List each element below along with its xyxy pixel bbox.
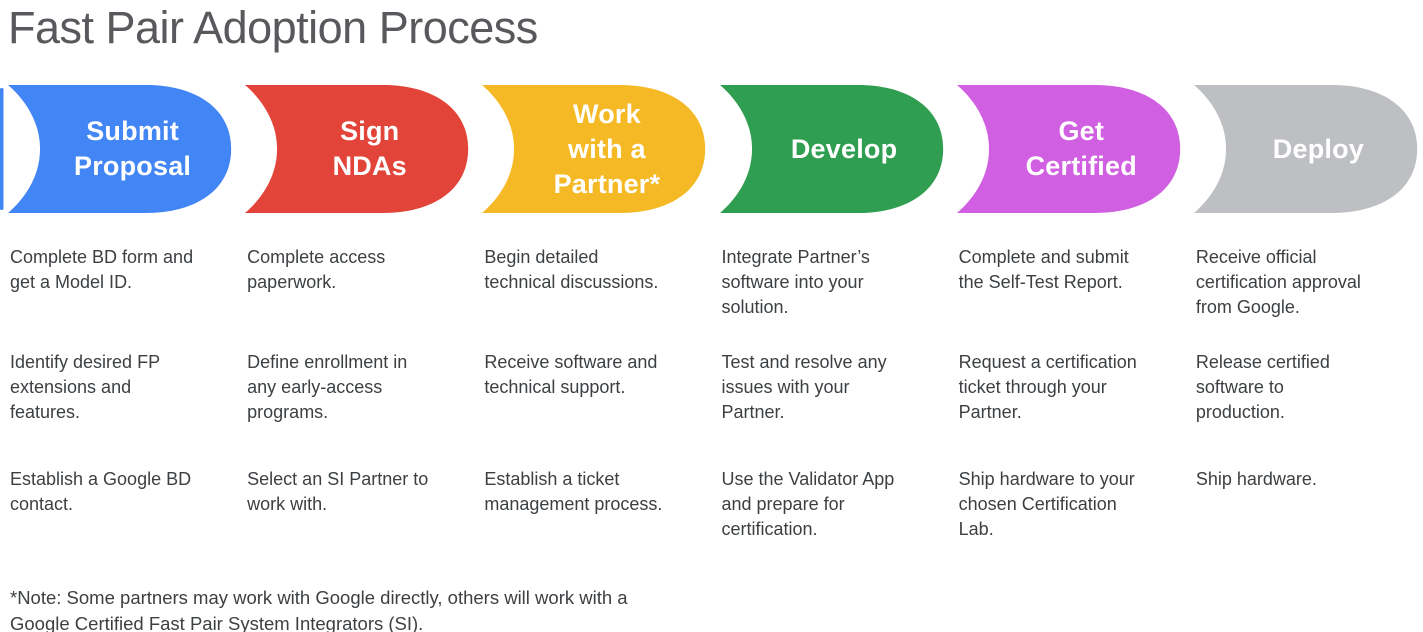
stage-label: Develop [790,133,898,164]
stage-label: Get Certified [1025,116,1137,181]
stage-item: Receive software and technical support. [484,352,658,397]
stages-row: Submit Proposal Complete BD form and get… [0,85,1423,583]
stage-column-develop: Develop Integrate Partner’s software int… [712,85,949,583]
stage-item: Begin detailed technical discussions. [484,247,659,292]
stage-item: Use the Validator App and prepare for ce… [721,469,895,539]
stage-shape-work-with-partner: Work with a Partner* [474,85,711,213]
stage-pill-shape [956,85,1180,213]
footnote: *Note: Some partners may work with Googl… [10,587,628,632]
stage-item: Complete BD form and get a Model ID. [10,247,194,292]
stage-label: Sign NDAs [332,116,407,181]
stage-shape-develop: Develop [712,85,949,213]
stage-item: Test and resolve any issues with your Pa… [721,352,887,422]
stage-column-get-certified: Get Certified Complete and submit the Se… [949,85,1186,583]
stage-item: Request a certification ticket through y… [958,352,1137,422]
stage-pill-svg [1193,85,1417,213]
stage-pill-edge-web [0,88,4,210]
stage-shape-get-certified: Get Certified [949,85,1186,213]
stage-pill-shape [1193,85,1417,213]
stage-pill-svg [956,85,1180,213]
stage-shape-sign-ndas: Sign NDAs [237,85,474,213]
stage-pill-shape [8,85,232,213]
stage-column-work-with-partner: Work with a Partner* Begin detailed tech… [474,85,711,583]
stage-pill-svg [245,85,469,213]
page-title: Fast Pair Adoption Process [8,2,538,53]
stage-pill-svg [482,85,706,213]
stage-item: Select an SI Partner to work with. [247,469,429,514]
stage-pill-svg [0,85,232,213]
stage-item: Receive official certification approval … [1195,247,1361,317]
stage-pill-svg [719,85,943,213]
stage-label: Submit Proposal [74,116,192,181]
stage-item: Complete and submit the Self-Test Report… [958,247,1129,292]
stage-item: Integrate Partner’s software into your s… [721,247,870,317]
stage-pill-shape [245,85,469,213]
stage-item: Establish a ticket management process. [484,469,663,514]
stage-item: Identify desired FP extensions and featu… [10,352,161,422]
stage-item: Define enrollment in any early-access pr… [247,352,408,422]
stage-label: Work with a Partner* [553,98,661,199]
stage-label: Deploy [1272,133,1365,164]
stage-column-sign-ndas: Sign NDAs Complete access paperwork. Def… [237,85,474,583]
stage-item: Release certified software to production… [1195,352,1330,422]
stage-item: Complete access paperwork. [247,247,386,292]
stage-pill-shape [719,85,943,213]
stage-column-submit-proposal: Submit Proposal Complete BD form and get… [0,85,237,583]
stage-item: Ship hardware to your chosen Certificati… [958,469,1135,539]
stage-shape-deploy: Deploy [1186,85,1423,213]
stage-item: Establish a Google BD contact. [10,469,192,514]
stage-shape-submit-proposal: Submit Proposal [0,85,237,213]
stage-item: Ship hardware. [1195,469,1317,489]
stage-column-deploy: Deploy Receive official certification ap… [1186,85,1423,583]
stage-pill-shape [482,85,706,213]
